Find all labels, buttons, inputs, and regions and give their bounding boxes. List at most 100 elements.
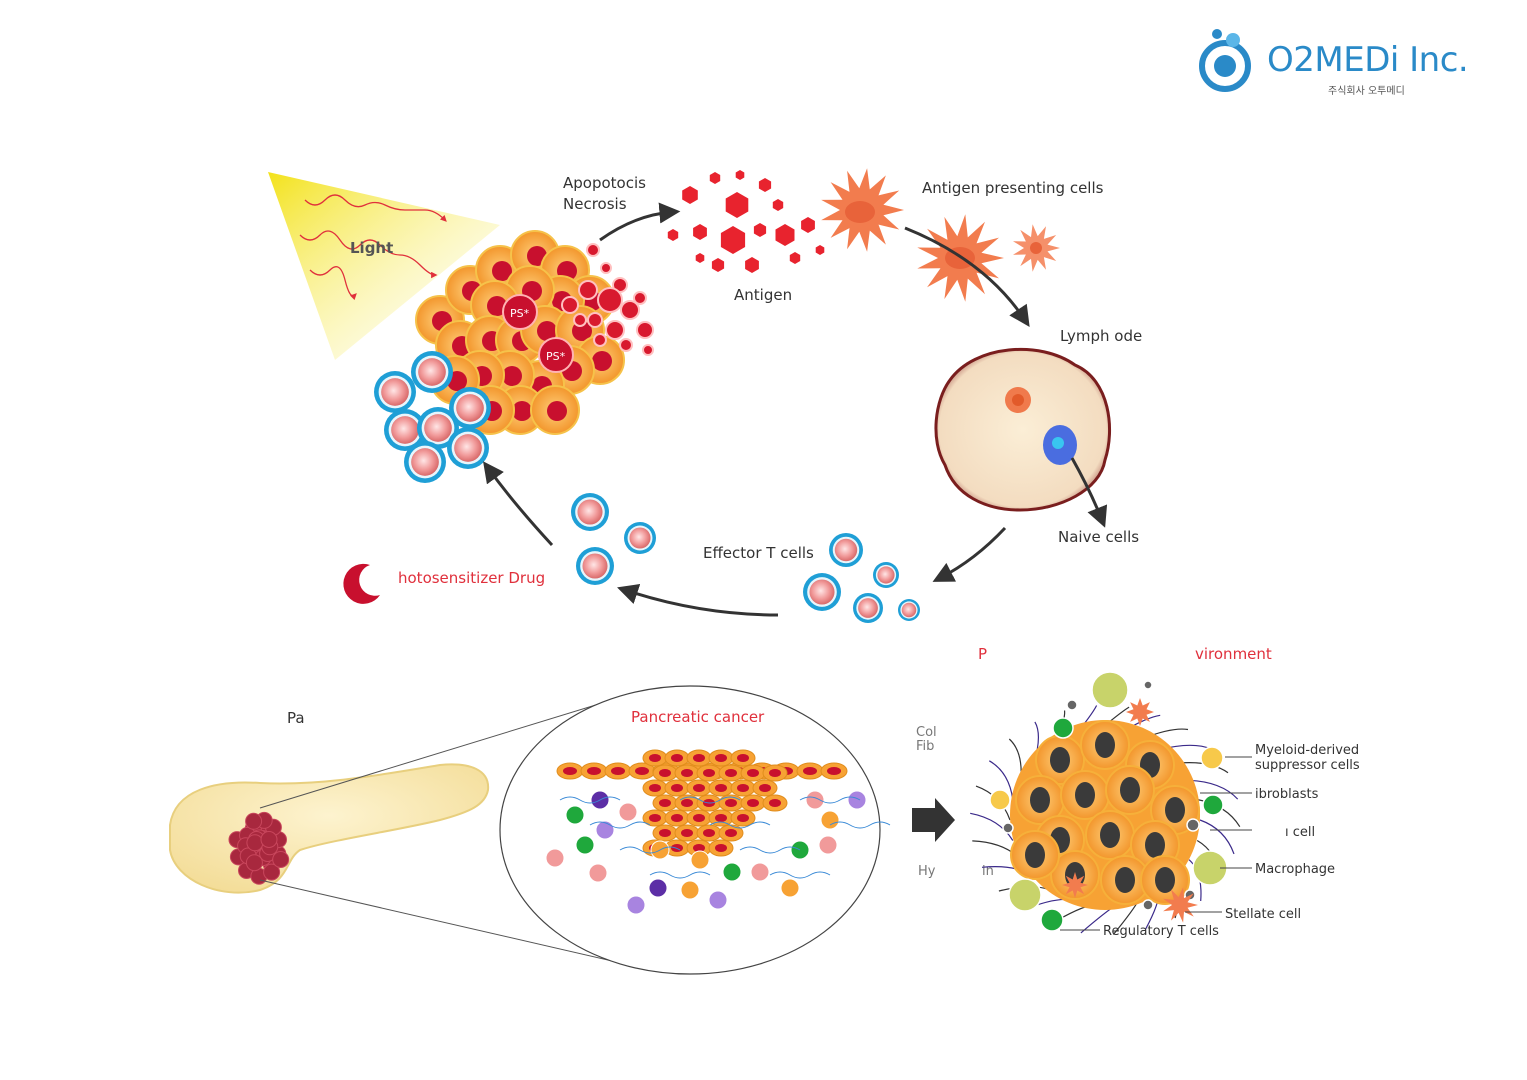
logo-name: O2MEDi Inc.: [1267, 40, 1469, 80]
apc-nucleus: [845, 201, 875, 223]
tumor-nucleus: [547, 401, 567, 421]
collagen-fiber: [970, 812, 1014, 841]
tumor-lobe: [260, 831, 278, 848]
tme-tumor-nucleus: [1145, 832, 1165, 858]
antigen-particle: [682, 186, 698, 204]
stroma-cell: [575, 835, 595, 855]
mdsc-label-line1: Myeloid-derived: [1255, 743, 1360, 758]
collagen-fiber: [1199, 819, 1235, 855]
light-label: Light: [350, 239, 394, 257]
tme-tumor-cells: [1010, 720, 1200, 910]
stroma-cell: [750, 862, 770, 882]
stroma-cell: [626, 895, 646, 915]
apc-label: Antigen presenting cells: [922, 179, 1104, 197]
tme-immune-cell: [1142, 899, 1154, 911]
collagen-fiber: [988, 760, 1014, 800]
stroma-cell: [618, 802, 638, 822]
t-cell-left-core: [456, 394, 484, 422]
tme-tumor-nucleus: [1165, 797, 1185, 823]
cancer-nucleus: [671, 784, 683, 792]
effector-t-cell-core: [809, 579, 835, 605]
logo-subtitle: 주식회사 오투메디: [1328, 86, 1405, 97]
tumor-nucleus: [592, 351, 612, 371]
t-cell-left-core: [424, 414, 452, 442]
arrow-to-effector: [932, 526, 1007, 582]
cancer-nucleus: [693, 784, 705, 792]
effector-t-cells-label: Effector T cells: [703, 544, 814, 562]
tme-immune-cell: [1200, 746, 1224, 770]
antigen-particle: [775, 224, 795, 246]
stellate-cell-label: Stellate cell: [1225, 907, 1302, 922]
cancer-nucleus: [769, 799, 781, 807]
stroma-cell: [595, 820, 615, 840]
antigen-particle: [745, 257, 759, 273]
tme-immune-cell: [1002, 822, 1014, 834]
tme-immune-cell: [989, 789, 1011, 811]
collagen-fiber: [589, 821, 651, 829]
company-logo: O2MEDi Inc. 주식회사 오투메디: [1195, 26, 1495, 98]
tme-leader-lines: [1060, 756, 1252, 931]
apoptosis-label: Apopotocis: [563, 174, 646, 192]
stellate-cell: [1163, 887, 1198, 923]
epithelial-nucleus: [635, 767, 649, 775]
collagen-fiber: [649, 871, 711, 879]
stroma-cell: [722, 862, 742, 882]
tumor-lobe: [272, 851, 290, 868]
antigen-particle: [753, 223, 767, 237]
cancer-nucleus: [747, 799, 759, 807]
tme-tumor-nucleus: [1115, 867, 1135, 893]
cancer-nucleus: [693, 754, 705, 762]
apoptotic-body: [600, 262, 612, 274]
tme-immune-cell: [1008, 878, 1042, 912]
apoptotic-body: [642, 344, 654, 356]
effector-t-cell-core: [577, 499, 603, 525]
antigen-particle: [711, 258, 725, 272]
regulatory-t-cells-label: Regulatory T cells: [1103, 924, 1219, 939]
zoom-lines: [259, 699, 661, 973]
stroma-cell: [847, 790, 867, 810]
antigen-particle: [720, 226, 746, 254]
stroma-cell: [648, 878, 668, 898]
apoptotic-body: [593, 333, 607, 347]
arrow-to-tumor: [483, 461, 554, 547]
tumor-nucleus: [512, 401, 532, 421]
photosensitizer-marker-2: [538, 337, 574, 373]
cancer-nucleus: [671, 814, 683, 822]
cancer-nucleus: [671, 754, 683, 762]
cancer-nucleus: [737, 784, 749, 792]
cancer-nucleus: [737, 814, 749, 822]
hy-label-left: Hy: [918, 864, 936, 879]
tme-tumor-nucleus: [1100, 822, 1120, 848]
apoptotic-body: [573, 313, 587, 327]
tme-tumor-nucleus: [1155, 867, 1175, 893]
antigen-label: Antigen: [734, 286, 793, 304]
antigen-particle: [801, 217, 815, 233]
cancer-nucleus: [693, 844, 705, 852]
tme-immune-cell: [1186, 818, 1200, 832]
antigen-particle: [667, 229, 679, 241]
arrow-to-antigen: [599, 202, 681, 242]
pancreatic-cancer-zoom: [499, 685, 891, 975]
tme-immune-cell: [1143, 680, 1153, 690]
antigen-particle: [735, 170, 745, 180]
tme-tumor-nucleus: [1030, 787, 1050, 813]
stroma-cell: [565, 805, 585, 825]
tme-immune-cell: [1202, 794, 1224, 816]
pancreas-label: Pa: [287, 709, 305, 727]
antigen-particles: [667, 170, 825, 273]
t-cell-left-core: [381, 378, 409, 406]
cancer-nucleus: [759, 784, 771, 792]
tme-immune-cell: [1091, 671, 1129, 709]
tumor-nucleus: [537, 321, 557, 341]
cancer-nucleus: [725, 829, 737, 837]
tme-immune-cell: [1052, 717, 1074, 739]
effector-t-cell-core: [858, 598, 878, 618]
tme-tumor-nucleus: [1120, 777, 1140, 803]
photosensitizer-marker-1: [502, 294, 538, 330]
cancer-nucleus: [649, 754, 661, 762]
lymph-node: [934, 347, 1112, 512]
fibroblast-cell: [1126, 698, 1154, 726]
necrosis-label: Necrosis: [563, 195, 627, 213]
epithelial-nucleus: [587, 767, 601, 775]
